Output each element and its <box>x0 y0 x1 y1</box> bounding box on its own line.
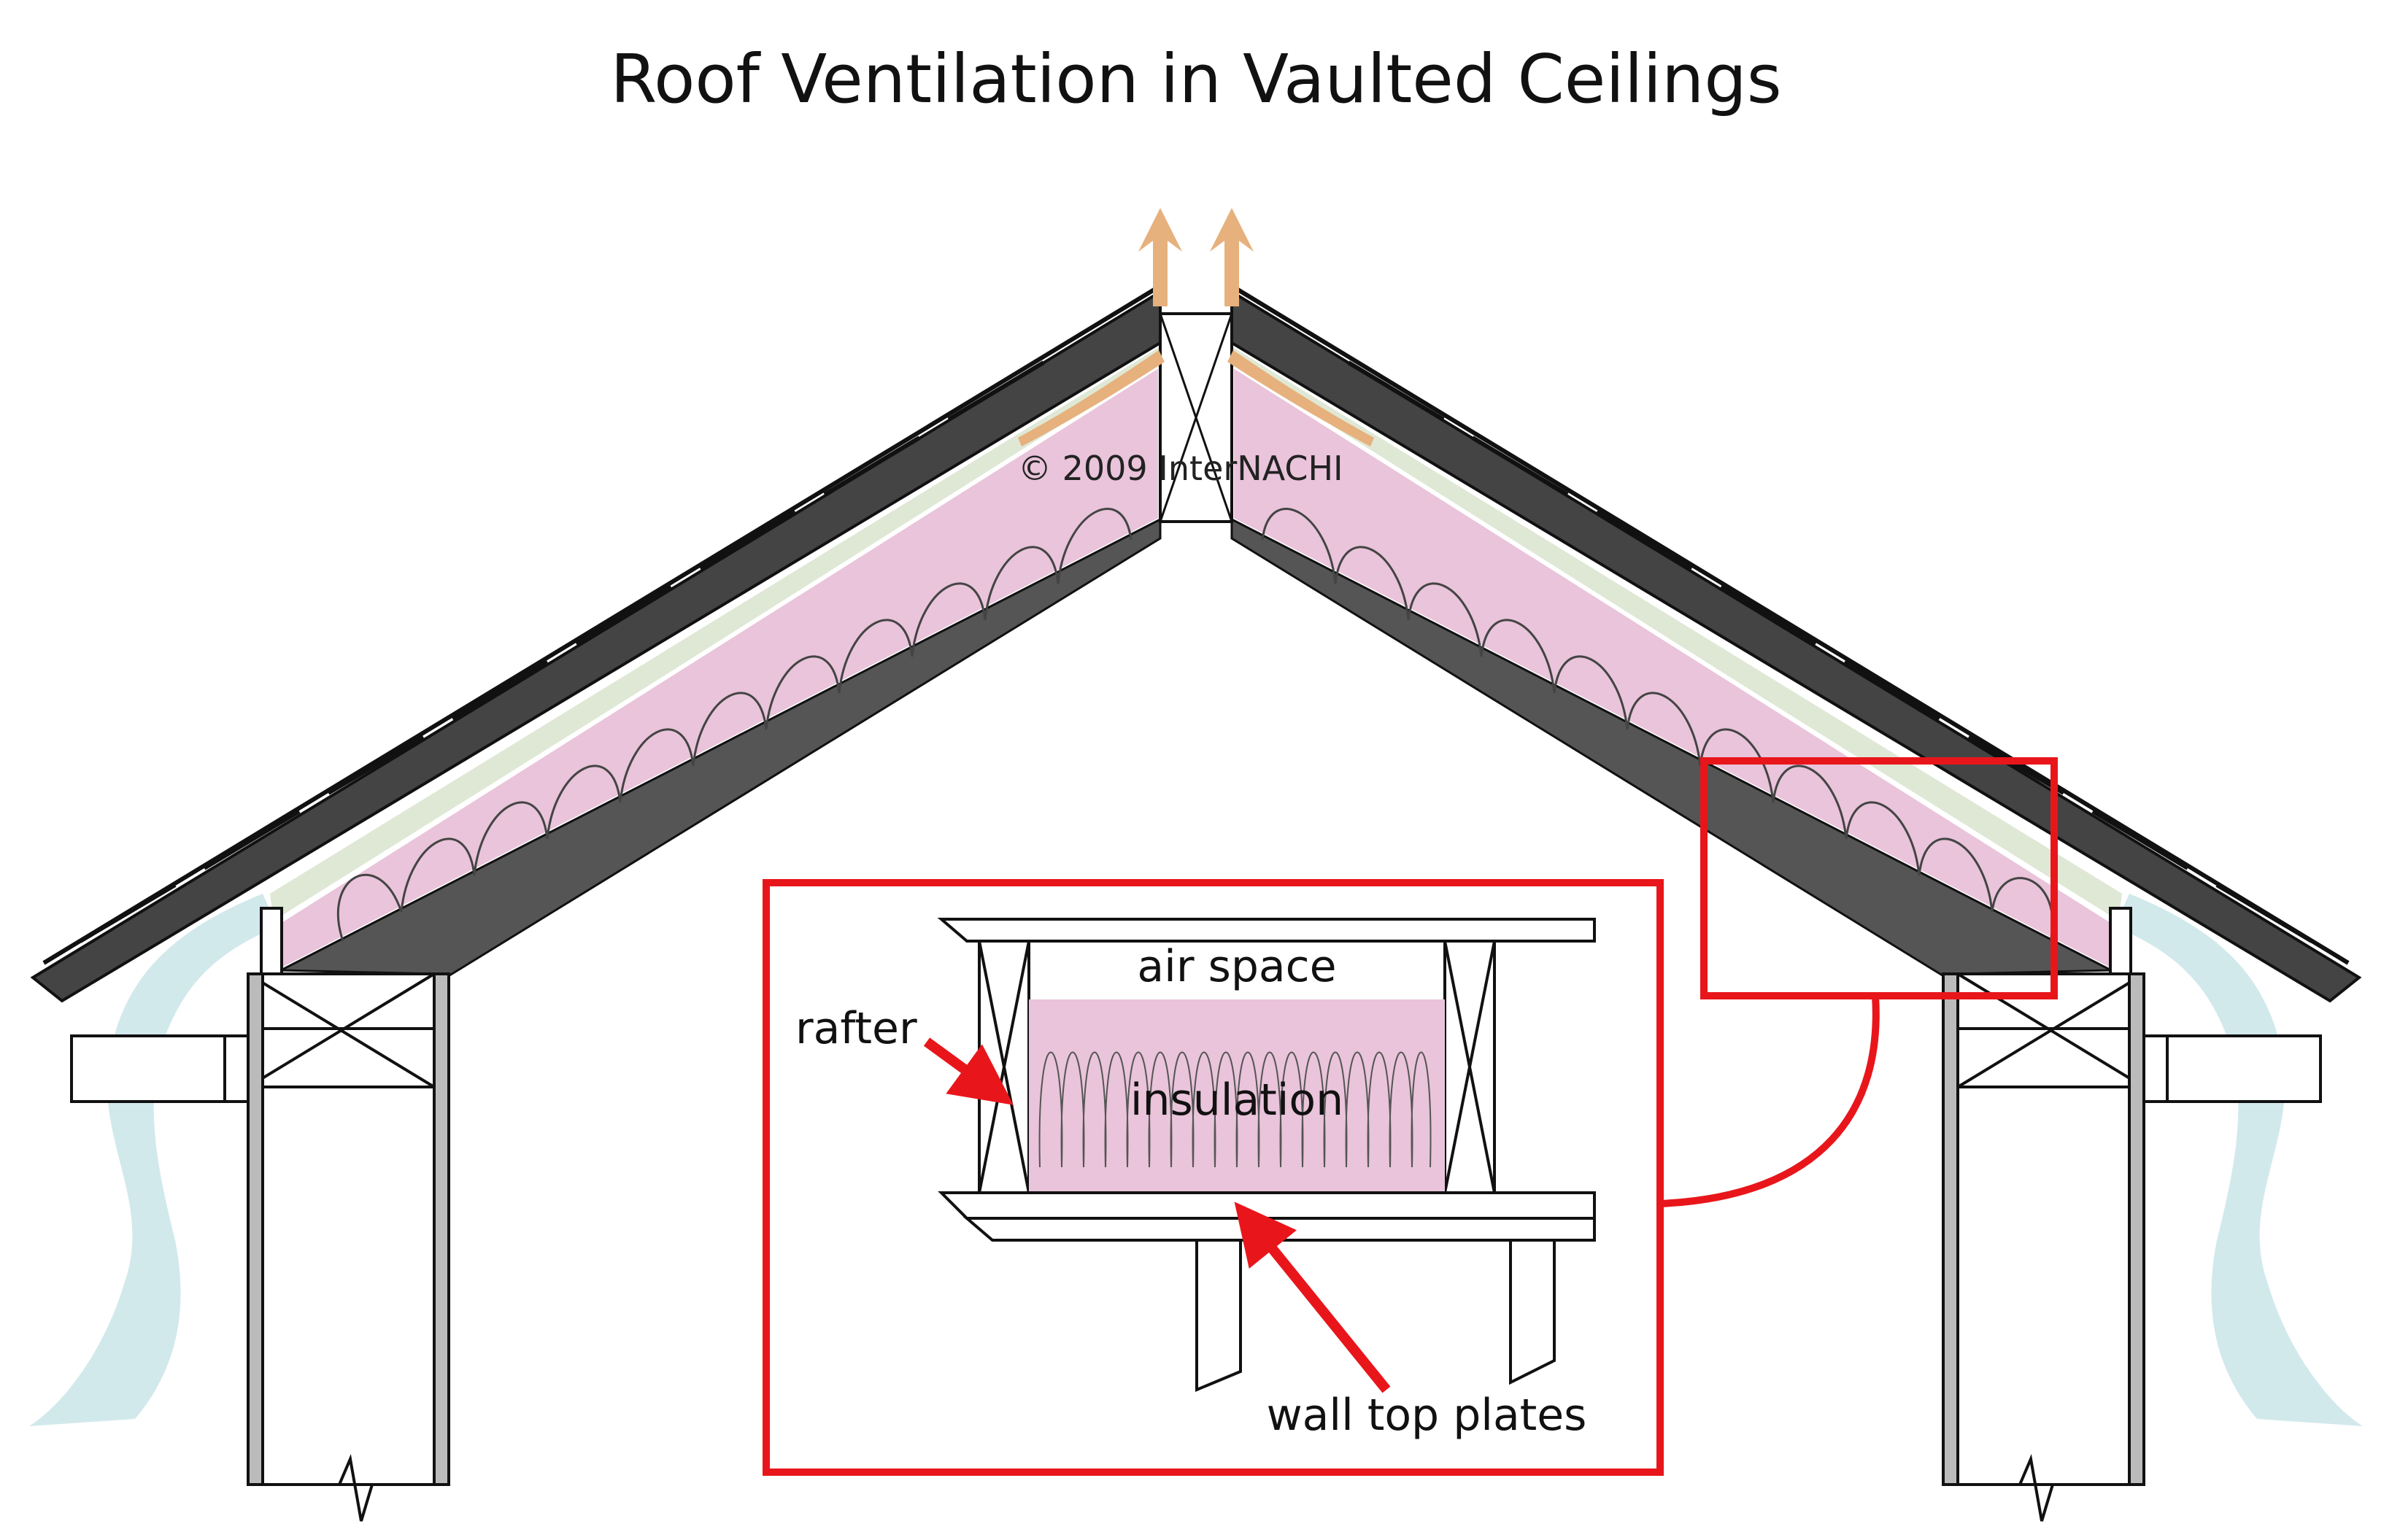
left-shingles <box>42 286 1158 965</box>
detail-inset: air space insulation rafter wall top pla… <box>763 879 1664 1476</box>
left-insulation-pattern <box>337 508 1133 942</box>
copyright-notice: © 2009 InterNACHI <box>1018 449 1343 488</box>
right-insulation-pattern <box>1261 508 2054 942</box>
ridge-exhaust-arrows <box>1018 208 1374 446</box>
left-roof-assembly <box>30 286 1162 1003</box>
left-air-channel <box>270 347 1160 921</box>
arrow-rafter <box>923 1037 1014 1105</box>
left-wall <box>70 907 450 1522</box>
callout-connector <box>1659 995 1880 1207</box>
label-air-space: air space <box>1137 941 1336 992</box>
label-insulation: insulation <box>1130 1075 1343 1126</box>
right-air-channel <box>1232 347 2122 921</box>
label-rafter: rafter <box>795 1003 917 1054</box>
arrow-wall-top-plates <box>1234 1202 1391 1393</box>
right-roof-assembly <box>1230 286 2362 1003</box>
diagram-title: Roof Ventilation in Vaulted Ceilings <box>610 40 1781 118</box>
intake-airflow-right <box>2115 894 2363 1426</box>
right-shingles <box>1234 286 2350 965</box>
intake-airflow-left <box>29 894 277 1426</box>
label-wall-top-plates: wall top plates <box>1267 1390 1587 1441</box>
ridge-board <box>1159 312 1233 523</box>
